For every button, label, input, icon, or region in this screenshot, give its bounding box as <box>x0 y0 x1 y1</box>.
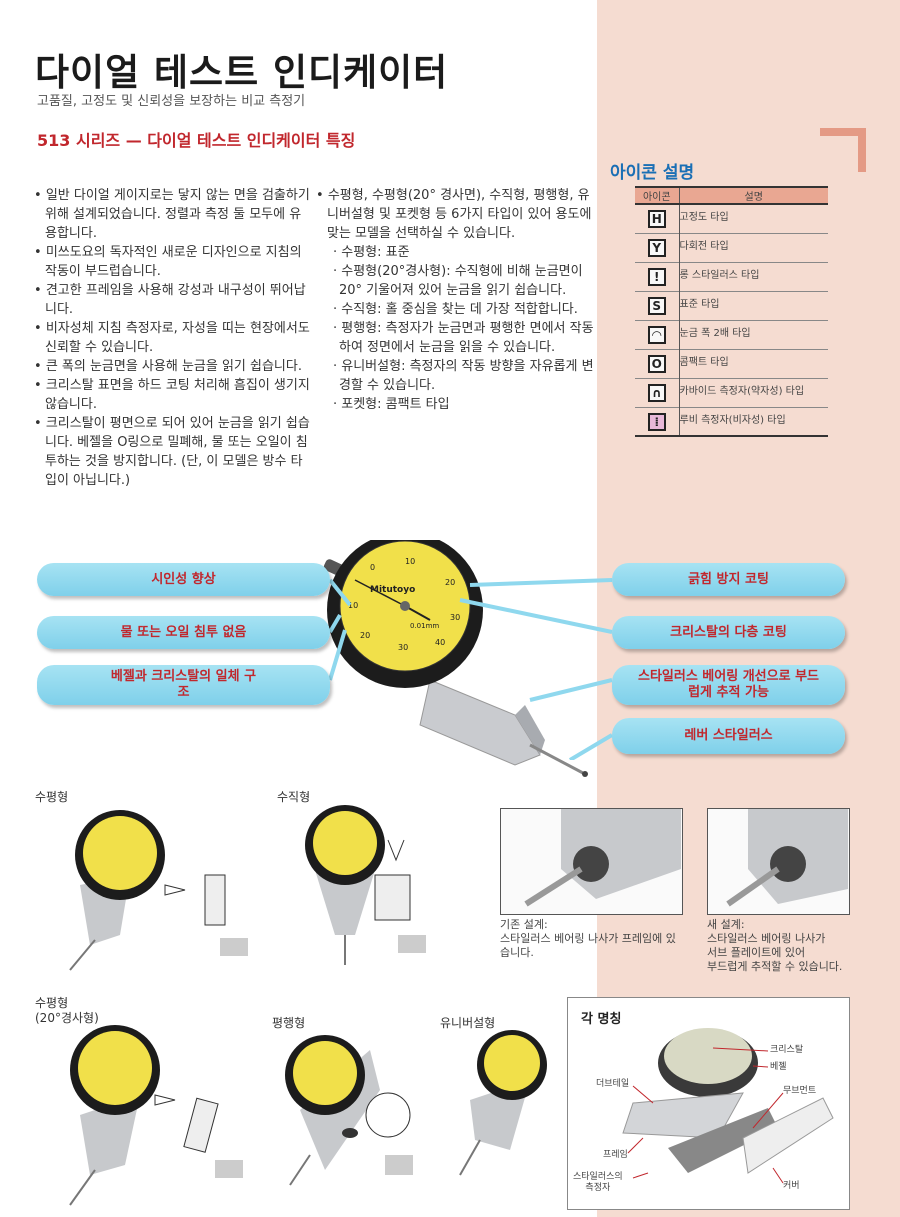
dial-tick: 10 <box>405 557 415 566</box>
col-icon-header: 아이콘 <box>635 187 680 205</box>
icon-desc: 롱 스타일러스 타입 <box>679 261 828 291</box>
icon-legend-row: ⁞ 루비 측정자(비자성) 타입 <box>635 406 828 436</box>
icon-legend-row: ◠ 눈금 폭 2배 타입 <box>635 319 828 349</box>
part-bezel: 베젤 <box>770 1062 787 1072</box>
features-heading: 513 시리즈 — 다이얼 테스트 인디케이터 특징 <box>37 131 356 150</box>
icon-desc: 다회전 타입 <box>679 232 828 262</box>
type-item: · 수직형: 홀 중심을 찾는 데 가장 적합합니다. <box>333 302 578 317</box>
icon-desc: 카바이드 측정자(약자성) 타입 <box>679 377 828 407</box>
callout-right: 스타일러스 베어링 개선으로 부드럽게 추적 가능 <box>612 665 845 705</box>
feature-item: • 견고한 프레임을 사용해 강성과 내구성이 뛰어납니다. <box>34 283 306 317</box>
type-icon: ! <box>647 267 666 286</box>
new-design-image <box>707 808 850 915</box>
icon-legend-row: S 표준 타입 <box>635 290 828 320</box>
callout-left: 물 또는 오일 침투 없음 <box>37 616 330 649</box>
type-label-horizontal-20: 수평형 (20°경사형) <box>35 996 99 1025</box>
icon-legend-row: ! 롱 스타일러스 타입 <box>635 261 828 291</box>
icon-legend-heading: 아이콘 설명 <box>610 163 695 183</box>
type-label-universal: 유니버설형 <box>440 1016 496 1030</box>
type-label-parallel: 평행형 <box>272 1016 306 1030</box>
dial-tick: 30 <box>398 643 408 652</box>
part-frame: 프레임 <box>603 1150 628 1160</box>
callout-right: 크리스탈의 다층 코팅 <box>612 616 845 649</box>
corner-mark <box>820 128 866 172</box>
type-icon: H <box>647 210 666 228</box>
feature-item: • 큰 폭의 눈금면을 사용해 눈금을 읽기 쉽습니다. <box>34 359 302 374</box>
feature-item: • 비자성체 지침 측정자로, 자성을 띠는 현장에서도 신뢰할 수 있습니다. <box>34 321 310 355</box>
icon-legend-row: H 고정도 타입 <box>635 203 828 233</box>
dial-tick: 30 <box>450 613 460 622</box>
horizontal-type-image <box>69 810 248 971</box>
icon-desc: 루비 측정자(비자성) 타입 <box>679 406 828 436</box>
type-icon: ∩ <box>647 383 666 402</box>
features-left: • 일반 다이얼 게이지로는 닿지 않는 면을 검출하기 위해 설계되었습니다.… <box>33 186 313 490</box>
type-item: · 수평형: 표준 <box>333 245 410 260</box>
feature-intro: • 수평형, 수평형(20° 경사면), 수직형, 평행형, 유니버설형 및 포… <box>316 188 592 241</box>
features-right: • 수평형, 수평형(20° 경사면), 수직형, 평행형, 유니버설형 및 포… <box>315 186 595 414</box>
vertical-type-image <box>305 805 426 965</box>
page-subtitle: 고품질, 고정도 및 신뢰성을 보장하는 비교 측정기 <box>37 94 306 109</box>
callout-left: 시인성 향상 <box>37 563 330 596</box>
parts-diagram: 각 명칭 크리스탈 베젤 더브테일 무브먼트 프레임 스타일러스의 측정자 커버 <box>567 997 850 1210</box>
horizontal-20-type-image <box>69 1025 243 1206</box>
icon-legend-row: ∩ 카바이드 측정자(약자성) 타입 <box>635 377 828 407</box>
type-item: · 포켓형: 콤팩트 타입 <box>333 397 450 412</box>
type-label-horizontal: 수평형 <box>35 790 69 804</box>
icon-desc: 고정도 타입 <box>679 203 828 233</box>
dial-tick: 0 <box>370 563 375 572</box>
part-crystal: 크리스탈 <box>770 1045 804 1055</box>
callout-left: 베젤과 크리스탈의 일체 구조 <box>37 665 330 705</box>
parallel-type-image <box>285 1035 413 1186</box>
part-dovetail: 더브테일 <box>596 1079 630 1089</box>
part-stylus: 스타일러스의 측정자 <box>573 1172 623 1193</box>
old-design-image <box>500 808 683 915</box>
universal-type-image <box>459 1030 547 1176</box>
dial-tick: 20 <box>360 631 370 640</box>
feature-item: • 일반 다이얼 게이지로는 닿지 않는 면을 검출하기 위해 설계되었습니다.… <box>34 188 310 241</box>
parts-heading: 각 명칭 <box>581 1012 622 1027</box>
part-cover: 커버 <box>783 1181 800 1191</box>
callout-right: 긁힘 방지 코팅 <box>612 563 845 596</box>
type-icon: S <box>647 296 666 315</box>
callout-leaders <box>328 578 614 760</box>
dial-tick: 10 <box>348 601 358 610</box>
part-movement: 무브먼트 <box>783 1086 817 1096</box>
icon-legend-row: Y 다회전 타입 <box>635 232 828 262</box>
type-icon: O <box>647 354 666 373</box>
type-icon: ◠ <box>647 325 666 344</box>
icon-desc: 눈금 폭 2배 타입 <box>679 319 828 349</box>
old-design-caption: 기존 설계: 스타일러스 베어링 나사가 프레임에 있습니다. <box>500 918 676 959</box>
type-label-vertical: 수직형 <box>277 790 311 804</box>
type-icon: Y <box>647 238 666 257</box>
callout-right: 레버 스타일러스 <box>612 718 845 754</box>
dial-tick: 40 <box>435 638 445 647</box>
icon-legend-row: O 콤팩트 타입 <box>635 348 828 378</box>
icon-desc: 콤팩트 타입 <box>679 348 828 378</box>
page-title: 다이얼 테스트 인디케이터 <box>35 51 449 94</box>
dial-resolution: 0.01mm <box>410 622 439 630</box>
type-item: · 수평형(20°경사형): 수직형에 비해 눈금면이 20° 기울어져 있어 … <box>333 264 583 298</box>
type-item: · 유니버설형: 측정자의 작동 방향을 자유롭게 변경할 수 있습니다. <box>333 359 594 393</box>
type-icon: ⁞ <box>647 412 666 431</box>
dial-indicator-image: Mitutoyo 0.01mm 0 10 20 30 40 10 20 30 <box>323 540 588 777</box>
feature-item: • 미쓰도요의 독자적인 새로운 디자인으로 지침의 작동이 부드럽습니다. <box>34 245 302 279</box>
new-design-caption: 새 설계: 스타일러스 베어링 나사가 서브 플레이트에 있어 부드럽게 추적할… <box>707 918 843 973</box>
dial-tick: 20 <box>445 578 455 587</box>
icon-desc: 표준 타입 <box>679 290 828 320</box>
dial-brand: Mitutoyo <box>370 585 415 595</box>
type-item: · 평행형: 측정자가 눈금면과 평행한 면에서 작동하여 정면에서 눈금을 읽… <box>333 321 594 355</box>
feature-item: • 크리스탈이 평면으로 되어 있어 눈금을 읽기 쉽습니다. 베젤을 O링으로… <box>34 416 310 488</box>
feature-item: • 크리스탈 표면을 하드 코팅 처리해 흠집이 생기지 않습니다. <box>34 378 310 412</box>
col-desc-header: 설명 <box>679 187 828 205</box>
